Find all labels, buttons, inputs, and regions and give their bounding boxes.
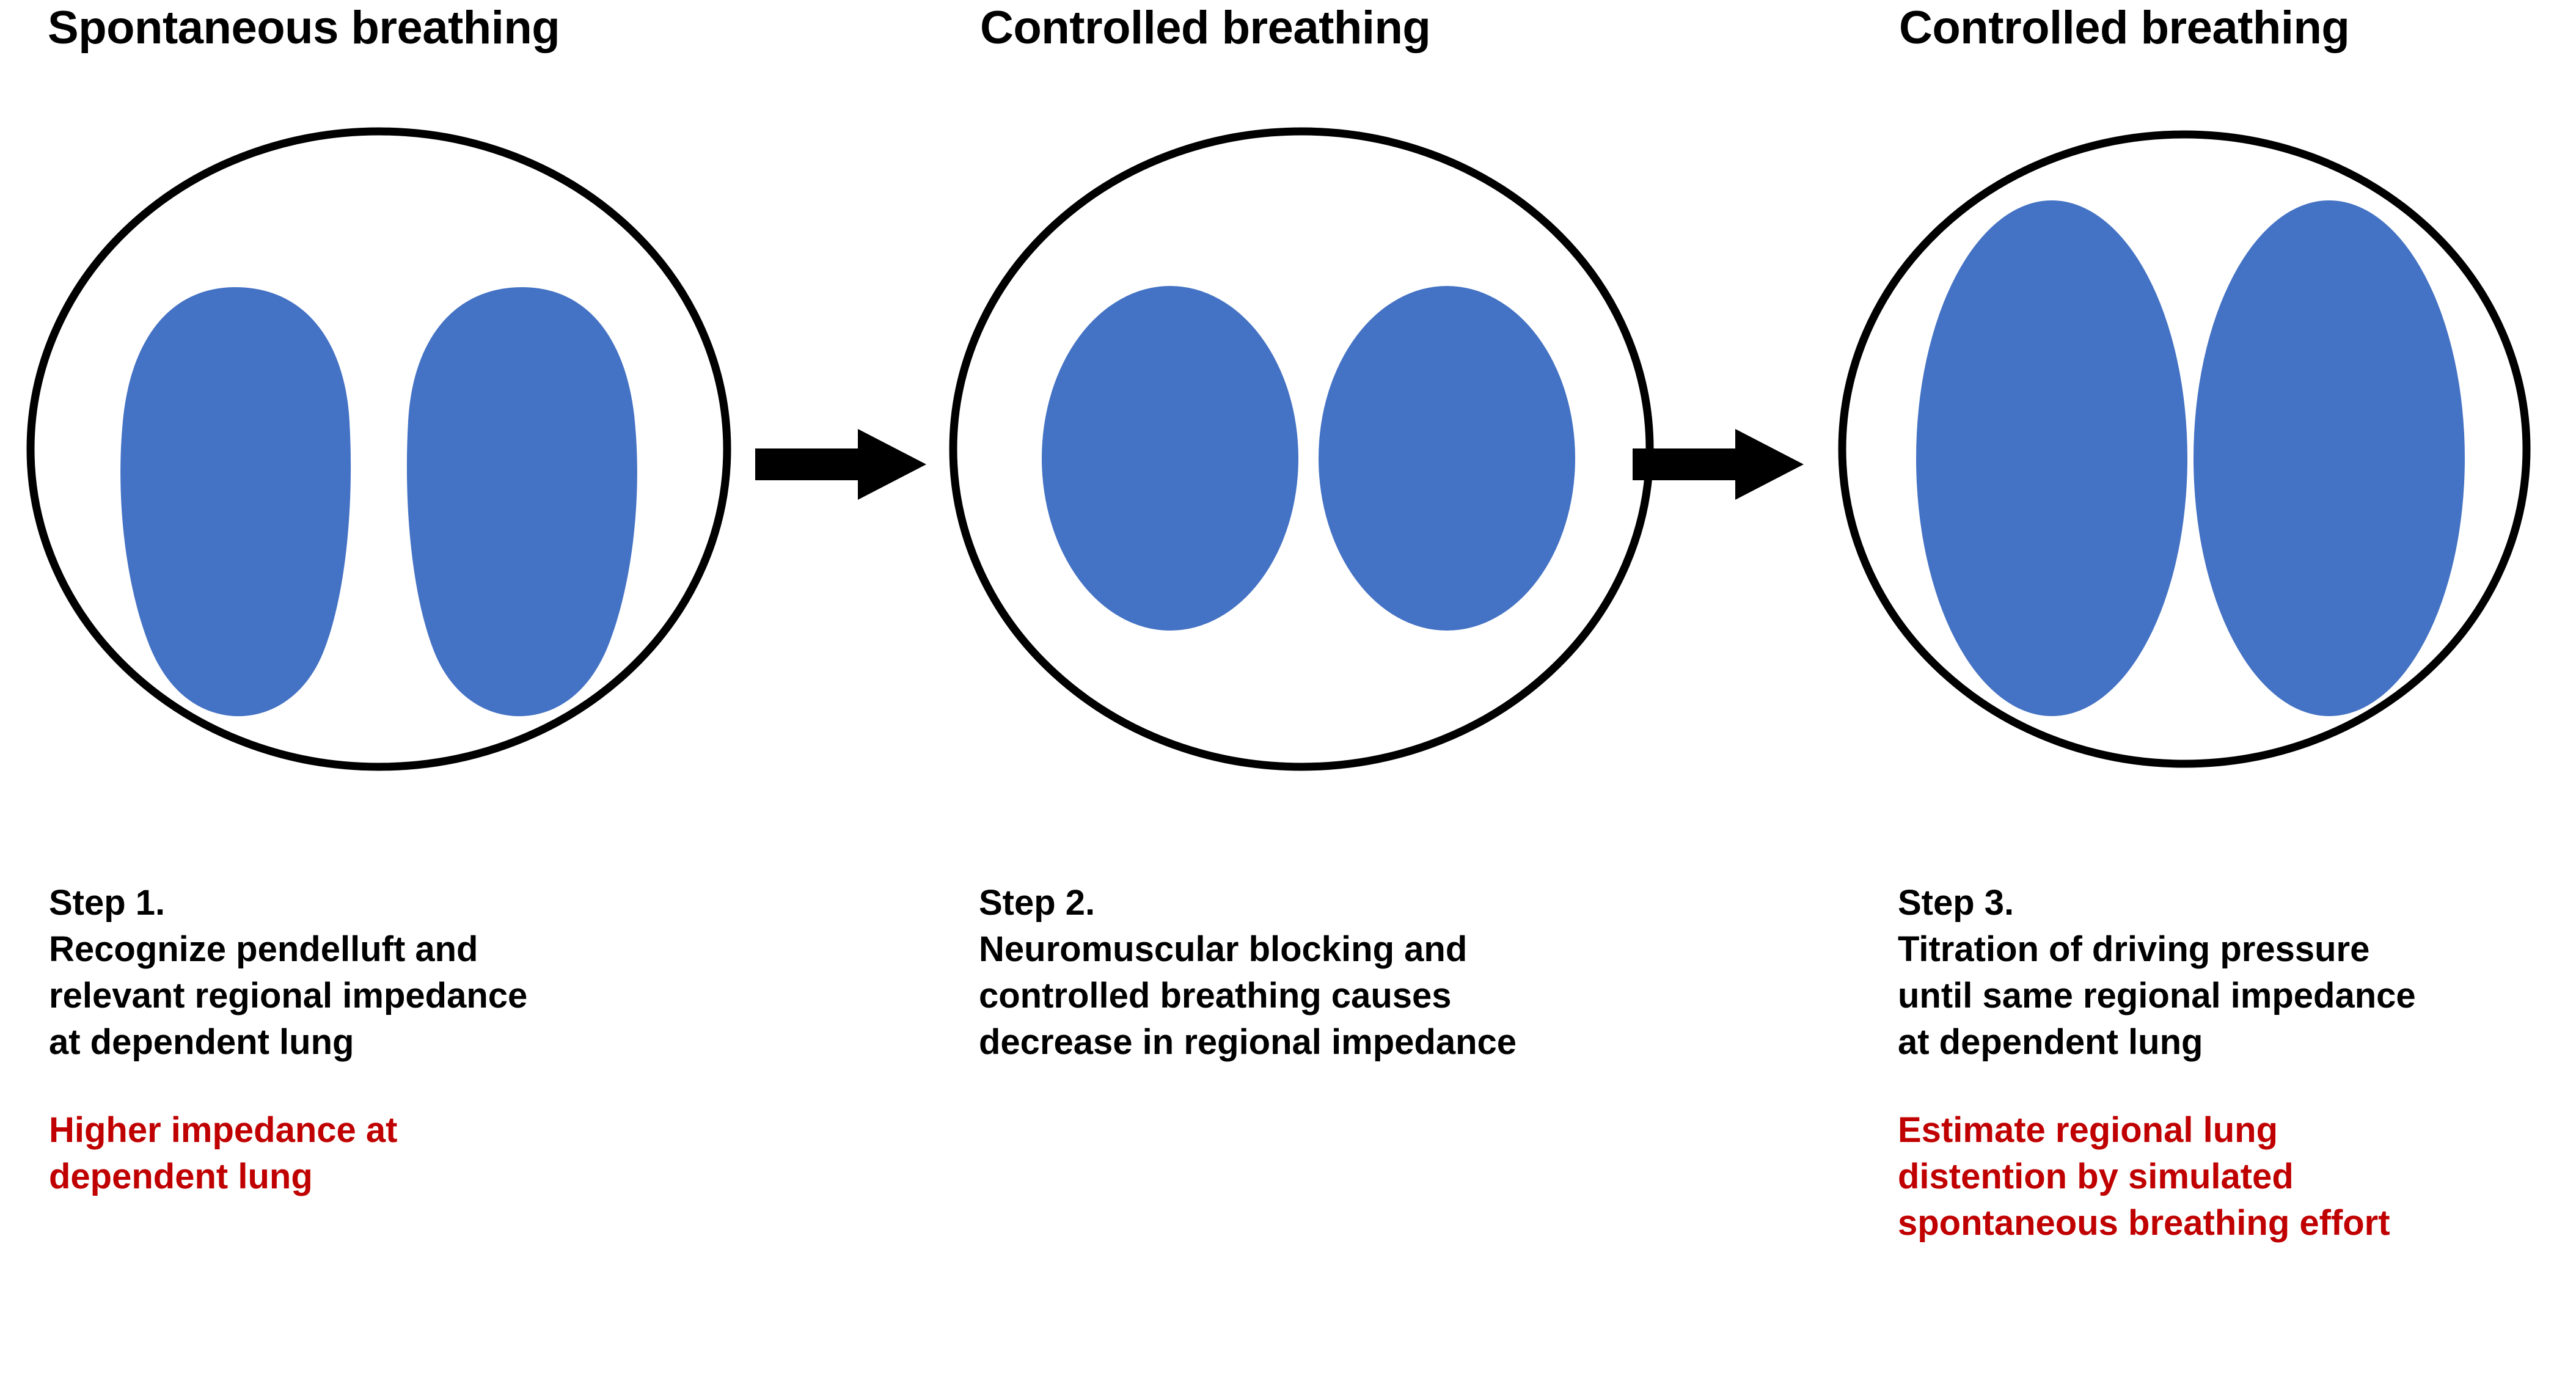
column-heading-spontaneous-breathing: Spontaneous breathing: [48, 2, 560, 54]
column-heading-controlled-breathing-step2: Controlled breathing: [980, 2, 1431, 54]
left-lung-icon: [1916, 200, 2187, 716]
text-column-step-1: Step 1. Recognize pendelluft and relevan…: [49, 880, 892, 1200]
text-column-step-3: Step 3. Titration of driving pressure un…: [1898, 880, 2576, 1246]
left-lung-icon: [120, 287, 351, 717]
arrow-right-icon: [755, 429, 926, 500]
right-lung-icon: [2194, 200, 2465, 716]
lung-diagram-step-3: [1833, 116, 2566, 794]
text-column-step-2: Step 2. Neuromuscular blocking and contr…: [979, 880, 1834, 1066]
column-heading-controlled-breathing-step3: Controlled breathing: [1899, 2, 2350, 54]
right-lung-icon: [406, 287, 637, 717]
progression-arrow-2: [1633, 428, 1804, 501]
arrow-right-icon: [1633, 429, 1804, 500]
step-description-2: Step 2. Neuromuscular blocking and contr…: [979, 883, 1517, 1062]
step-note-3: Estimate regional lung distention by sim…: [1898, 1110, 2390, 1243]
progression-arrow-1: [755, 428, 926, 501]
lung-diagram-step-1: [12, 116, 745, 794]
step-note-1: Higher impedance at dependent lung: [49, 1110, 398, 1196]
step-description-1: Step 1. Recognize pendelluft and relevan…: [49, 883, 528, 1062]
left-lung-icon: [1042, 286, 1298, 631]
lung-diagram-step-2: [935, 116, 1668, 794]
right-lung-icon: [1319, 286, 1575, 631]
step-description-3: Step 3. Titration of driving pressure un…: [1898, 883, 2416, 1062]
